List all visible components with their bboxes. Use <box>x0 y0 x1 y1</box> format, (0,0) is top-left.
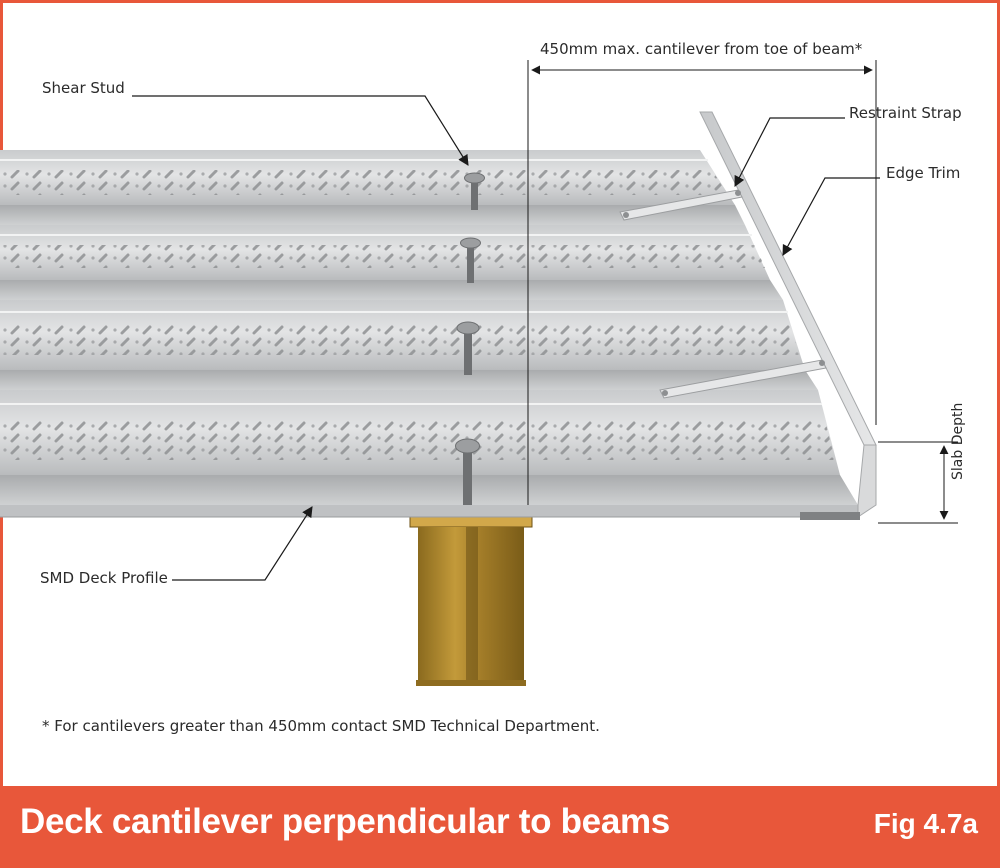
shear-studs <box>455 172 485 505</box>
deck-profile <box>0 150 858 518</box>
deck-profile-label: SMD Deck Profile <box>40 569 168 587</box>
restraint-strap-label: Restraint Strap <box>849 104 962 122</box>
leader-lines <box>132 95 880 581</box>
edge-trim <box>699 111 877 520</box>
cantilever-dimension-label: 450mm max. cantilever from toe of beam* <box>540 40 863 58</box>
slab-depth-label: Slab Depth <box>950 402 966 480</box>
slab-depth-dimension <box>878 441 958 524</box>
cantilever-dimension <box>527 60 877 505</box>
caption-bar: Deck cantilever perpendicular to beams F… <box>0 786 1000 868</box>
figure-title: Deck cantilever perpendicular to beams <box>20 802 670 841</box>
figure-number: Fig 4.7a <box>873 808 978 839</box>
shear-stud-label: Shear Stud <box>42 79 125 97</box>
footnote: * For cantilevers greater than 450mm con… <box>42 717 600 735</box>
steel-beam <box>409 516 533 686</box>
restraint-straps <box>619 189 827 399</box>
edge-trim-label: Edge Trim <box>886 164 961 182</box>
